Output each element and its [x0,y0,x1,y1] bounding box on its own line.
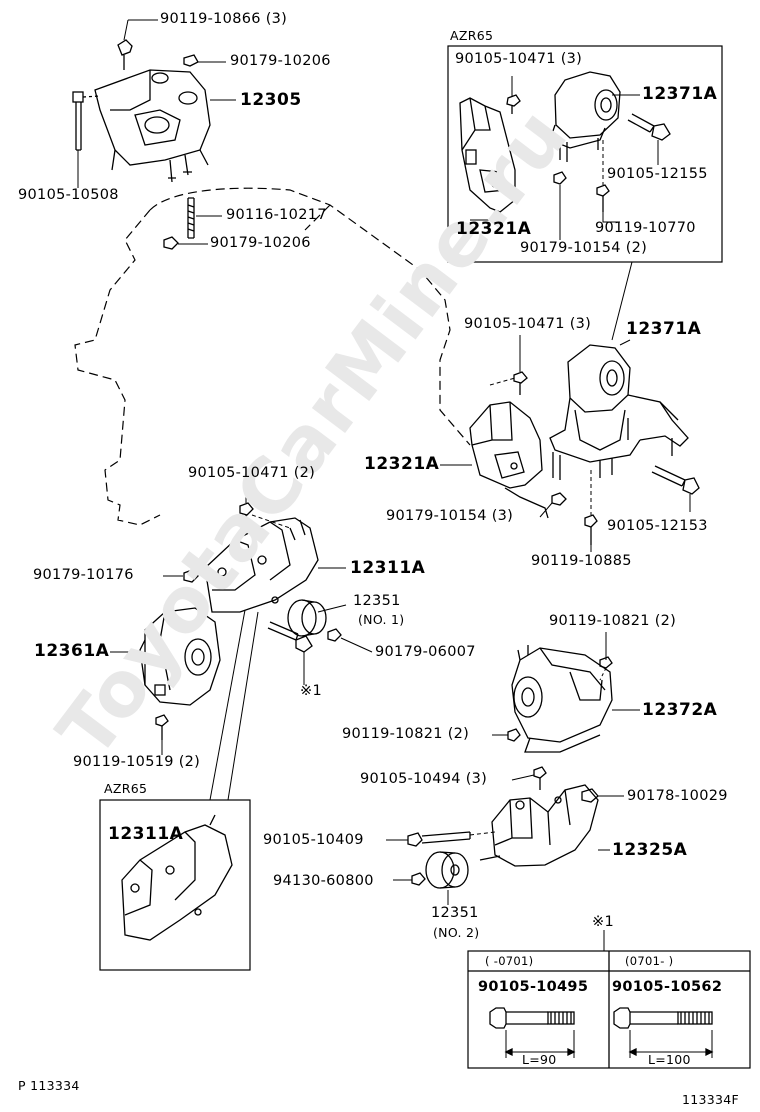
label-90119-10519: 90119-10519 (2) [73,754,201,770]
azr65-bottom-box [99,799,251,971]
label-90105-10494: 90105-10494 (3) [360,771,488,787]
bracket-12325a-drawing [386,766,624,867]
label-90105-10508: 90105-10508 [18,187,119,203]
label-90119-10770: 90119-10770 [595,220,696,236]
bracket-12311a-drawing [163,488,346,613]
bolt-table [467,930,751,1069]
label-90119-10821-left: 90119-10821 (2) [342,726,470,742]
page-code: P 113334 [18,1078,80,1093]
label-90179-10206-top: 90179-10206 [230,53,331,69]
label-12325a: 12325A [612,840,688,860]
label-90105-10471-mid: 90105-10471 (3) [464,316,592,332]
bolt-ref1-drawing [267,621,373,685]
label-azr65-bottom: AZR65 [104,781,148,796]
mount-12372a-drawing [492,632,640,753]
label-90119-10866: 90119-10866 (3) [160,11,288,27]
azr65-top-box [447,45,723,263]
label-90105-12153: 90105-12153 [607,518,708,534]
label-90116-10217: 90116-10217 [226,207,327,223]
label-12361a: 12361A [34,641,110,661]
figure-code: 113334F [682,1092,740,1107]
label-90119-10885: 90119-10885 [531,553,632,569]
table-part-1: 90105-10495 [478,979,589,995]
mount-12371a-drawing [440,335,700,552]
mount-12305-drawing [72,39,211,183]
label-12371a: 12371A [626,319,702,339]
mount-12361a-drawing [110,607,221,755]
label-94130-60800: 94130-60800 [273,873,374,889]
table-length-2: L=100 [648,1052,691,1067]
label-90179-10154-box: 90179-10154 (2) [520,240,648,256]
label-90179-10176: 90179-10176 [33,567,134,583]
bushing-12351-no1-drawing [287,599,347,637]
label-12371a-box: 12371A [642,84,718,104]
table-header-1: ( -0701) [485,954,534,968]
label-90105-10409: 90105-10409 [263,832,364,848]
label-ref1: ※1 [300,683,322,699]
label-90179-10154: 90179-10154 (3) [386,508,514,524]
label-12351-no2: 12351 [431,905,479,921]
label-90119-10821-top: 90119-10821 (2) [549,613,677,629]
stud-drawing [163,197,195,250]
label-no1: (NO. 1) [358,612,405,627]
table-header-2: (0701- ) [625,954,674,968]
label-12321a-box: 12321A [456,219,532,239]
table-part-2: 90105-10562 [612,979,723,995]
label-12372a: 12372A [642,700,718,720]
leader-lines-top-left [77,19,236,245]
label-table-ref1: ※1 [592,914,614,930]
label-90178-10029: 90178-10029 [627,788,728,804]
label-90105-10471-left: 90105-10471 (2) [188,465,316,481]
table-length-1: L=90 [522,1052,557,1067]
label-12305: 12305 [240,90,302,110]
label-90179-06007: 90179-06007 [375,644,476,660]
label-12351-no1: 12351 [353,593,401,609]
bushing-12351-no2-drawing [393,851,469,905]
label-no2: (NO. 2) [433,925,480,940]
label-12311a: 12311A [350,558,426,578]
label-90105-12155: 90105-12155 [607,166,708,182]
label-12311a-box: 12311A [108,824,184,844]
label-12321a: 12321A [364,454,440,474]
label-90179-10206-lower: 90179-10206 [210,235,311,251]
label-azr65-top: AZR65 [450,28,494,43]
engine-outline [74,187,471,526]
label-90105-10471-box: 90105-10471 (3) [455,51,583,67]
